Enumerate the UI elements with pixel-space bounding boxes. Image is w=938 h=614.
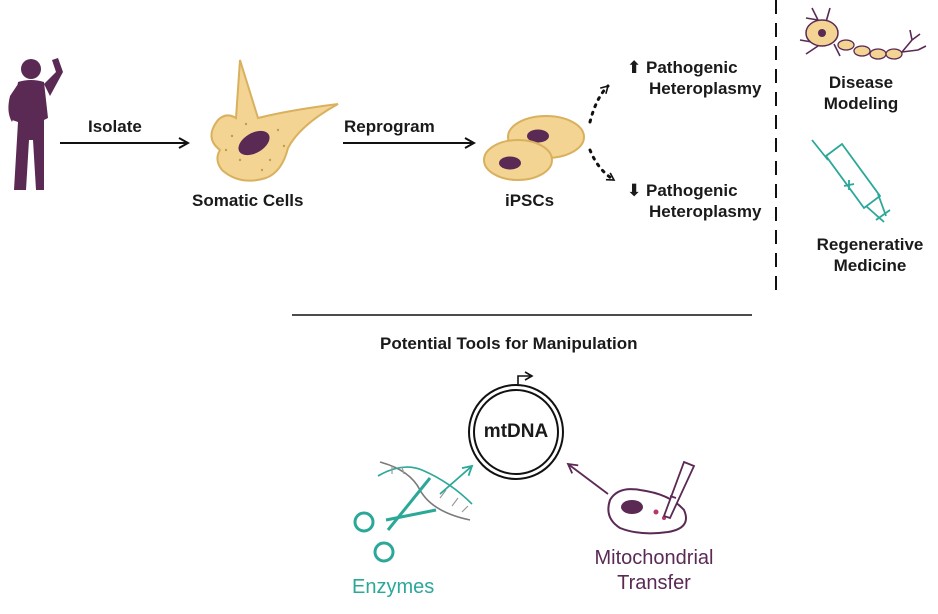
transfer-line1: Mitochondrial [594,547,714,569]
mtdna-plasmid-icon [468,371,564,480]
tools-section-title: Potential Tools for Manipulation [380,334,638,353]
disease-modeling-line1: Disease [828,73,894,92]
decrease-line1: Pathogenic [645,181,738,200]
reprogram-label: Reprogram [344,117,435,136]
decrease-heteroplasmy-label: ⬇ Pathogenic Heteroplasmy [627,180,761,223]
increase-heteroplasmy-label: ⬆ Pathogenic Heteroplasmy [627,57,761,100]
up-arrow-icon: ⬆ [627,58,642,77]
neuron-icon [799,7,927,60]
transfer-arrow [566,462,609,495]
increase-line1: Pathogenic [645,58,738,77]
person-icon [8,58,63,190]
ipsc-cells-icon [483,115,585,181]
increase-branch-arrow [588,84,610,124]
disease-modeling-label: Disease Modeling [806,72,916,115]
syringe-icon [811,139,891,223]
transfer-line2: Transfer [617,572,691,594]
ipscs-label: iPSCs [505,191,555,210]
regenerative-medicine-label: Regenerative Medicine [806,234,934,277]
scissors-icon [353,477,437,563]
isolate-label: Isolate [88,117,142,136]
decrease-branch-arrow [588,148,616,182]
regenerative-medicine-line2: Medicine [833,256,907,276]
pipette-icon [662,460,696,520]
somatic-cells-label: Somatic Cells [192,191,304,210]
mitochondrial-transfer-label: Mitochondrial Transfer [574,546,734,596]
somatic-cell-icon [210,59,339,182]
disease-modeling-line2: Modeling [823,94,899,114]
regenerative-medicine-line1: Regenerative [816,235,924,254]
enzymes-arrow [439,464,474,495]
transfer-cell-icon [607,488,687,535]
decrease-line2: Heteroplasmy [649,202,762,222]
enzymes-label: Enzymes [352,576,435,598]
down-arrow-icon: ⬇ [627,181,642,200]
increase-line2: Heteroplasmy [649,79,762,99]
mtdna-label: mtDNA [483,421,549,442]
